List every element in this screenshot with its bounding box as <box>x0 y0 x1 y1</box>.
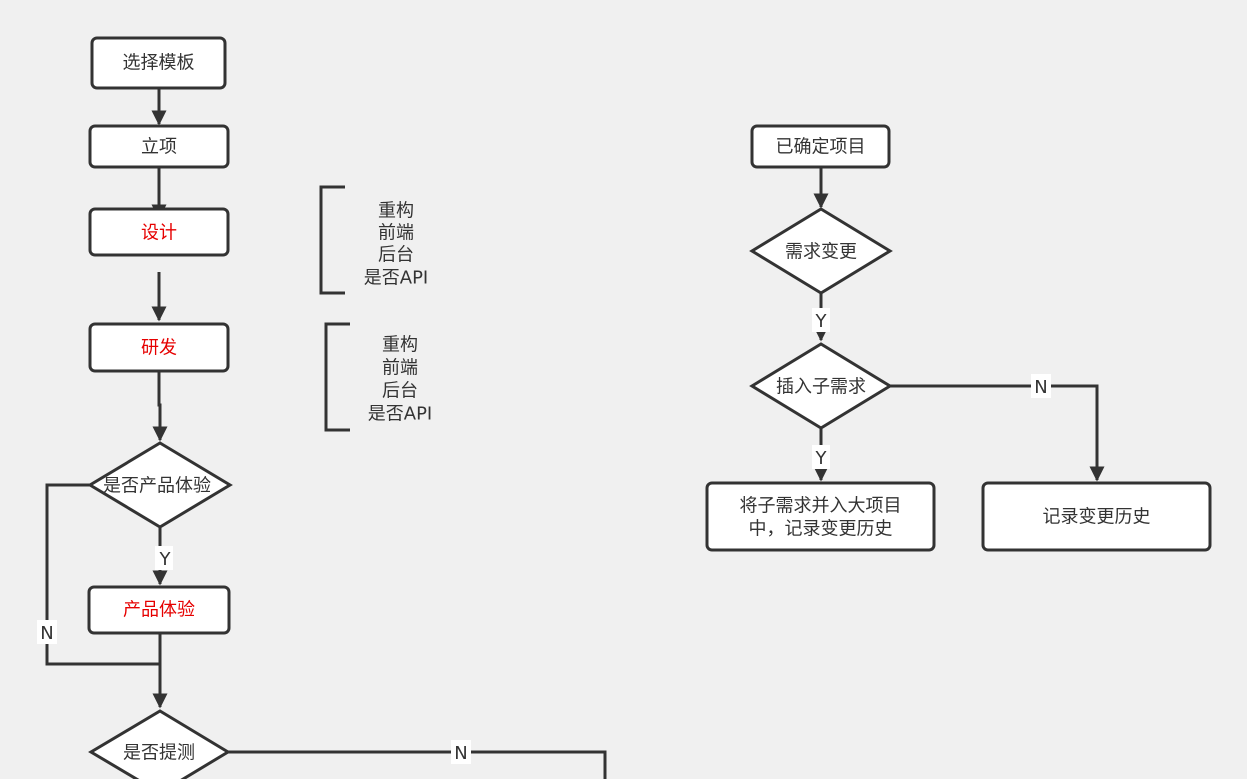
label-bg-yes-2 <box>812 308 830 332</box>
label-yes-merge: Y <box>815 448 828 469</box>
node-is-test-submission[interactable]: 是否提测 <box>88 709 231 779</box>
node-initiation-label: 立项 <box>141 137 177 158</box>
note-design-bracket <box>319 185 345 295</box>
label-yes-product-experience: Y <box>159 549 172 570</box>
node-design-label: 设计 <box>141 223 177 244</box>
node-merge-sub-requirement[interactable]: 将子需求并入大项目 中，记录变更历史 <box>705 481 936 552</box>
node-record-history-label: 记录变更历史 <box>1043 507 1151 528</box>
edge-decision-no-bypass <box>45 483 160 666</box>
node-merge-label-line-1: 将子需求并入大项目 <box>740 496 902 517</box>
note-development-line-4: 是否API <box>368 404 432 425</box>
node-project-confirmed-label: 已确定项目 <box>776 137 866 158</box>
note-design-line-4: 是否API <box>364 268 428 289</box>
label-bg-no-3 <box>1031 374 1051 398</box>
edge-test-no <box>228 750 607 779</box>
node-product-experience[interactable]: 产品体验 <box>87 585 231 635</box>
node-development-label: 研发 <box>141 338 177 359</box>
label-bg-yes-1 <box>155 546 173 570</box>
note-development-line-2: 前端 <box>382 358 418 379</box>
node-is-product-experience-label: 是否产品体验 <box>103 476 211 497</box>
note-development-line-3: 后台 <box>382 381 418 402</box>
label-no-product-experience: N <box>40 623 53 644</box>
note-development-line-1: 重构 <box>382 335 418 356</box>
node-requirement-change[interactable]: 需求变更 <box>749 207 893 295</box>
node-initiation[interactable]: 立项 <box>88 124 230 169</box>
note-design-line-1: 重构 <box>378 201 414 222</box>
note-design-line-3: 后台 <box>378 245 414 266</box>
note-development-bracket <box>324 322 350 432</box>
node-project-confirmed[interactable]: 已确定项目 <box>750 124 891 169</box>
note-design-line-2: 前端 <box>378 223 414 244</box>
node-merge-label-line-2: 中，记录变更历史 <box>749 519 893 540</box>
note-design: 重构 前端 后台 是否API <box>319 185 428 295</box>
node-is-test-submission-label: 是否提测 <box>123 743 195 764</box>
note-development: 重构 前端 后台 是否API <box>324 322 432 432</box>
node-record-history[interactable]: 记录变更历史 <box>981 481 1212 552</box>
node-product-experience-label: 产品体验 <box>123 600 195 621</box>
edge-insert-no-to-record <box>889 384 1105 482</box>
label-yes-insert: Y <box>815 311 828 332</box>
node-requirement-change-label: 需求变更 <box>785 242 857 263</box>
node-insert-sub-requirement-label: 插入子需求 <box>776 377 866 398</box>
label-bg-no-1 <box>37 620 57 644</box>
edge-development-to-decision <box>152 372 168 442</box>
node-select-template[interactable]: 选择模板 <box>90 36 227 90</box>
node-development[interactable]: 研发 <box>88 322 230 373</box>
node-design[interactable]: 设计 <box>88 207 230 257</box>
label-no-record: N <box>1034 377 1047 398</box>
label-bg-yes-3 <box>812 445 830 469</box>
label-no-test: N <box>454 743 467 764</box>
node-select-template-label: 选择模板 <box>123 53 195 74</box>
node-insert-sub-requirement[interactable]: 插入子需求 <box>749 342 893 430</box>
node-is-product-experience[interactable]: 是否产品体验 <box>87 441 233 529</box>
label-bg-no-2 <box>451 740 471 764</box>
